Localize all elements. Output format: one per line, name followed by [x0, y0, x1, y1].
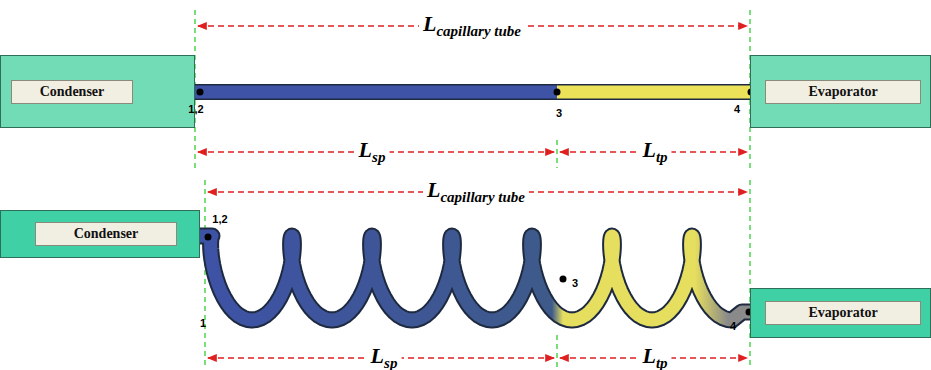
- length-subscript: sp: [372, 149, 385, 165]
- point-label: 1,2: [188, 99, 203, 117]
- length-symbol: L: [359, 137, 372, 162]
- point-number: 1,2: [188, 103, 203, 115]
- length-symbol: L: [642, 343, 655, 368]
- capillary-tube: [200, 236, 750, 320]
- dimension-label: Lcapillary tube: [419, 11, 525, 37]
- condenser-box: Condenser: [0, 210, 200, 258]
- tube-outline: [200, 236, 750, 320]
- length-subscript: sp: [384, 355, 397, 370]
- point-label: 1,2: [212, 209, 227, 227]
- dimension-label: Lsp: [367, 343, 402, 369]
- dimension-label: Ltp: [638, 137, 671, 163]
- component-label: Evaporator: [765, 301, 921, 325]
- point-label: 4: [730, 316, 736, 334]
- tube-outline: [195, 84, 750, 100]
- condenser-box: Condenser: [0, 55, 195, 128]
- evaporator-box: Evaporator: [750, 55, 931, 128]
- length-subscript: capillary tube: [436, 23, 521, 39]
- length-symbol: L: [371, 343, 384, 368]
- dimension-label: Lcapillary tube: [423, 177, 529, 203]
- evaporator-box: Evaporator: [750, 288, 931, 338]
- point-number: 3: [572, 277, 578, 289]
- point-label: 4: [734, 99, 740, 117]
- component-label: Evaporator: [765, 80, 921, 104]
- length-symbol: L: [427, 177, 440, 202]
- length-symbol: L: [423, 11, 436, 36]
- point-label: 1: [200, 313, 206, 331]
- length-subscript: capillary tube: [440, 189, 525, 205]
- point-number: 3: [556, 107, 562, 119]
- dimension-label: Lsp: [355, 137, 390, 163]
- point-number: 1: [200, 317, 206, 329]
- point-label: 3: [556, 103, 562, 121]
- point-number: 4: [730, 320, 736, 332]
- length-subscript: tp: [656, 149, 668, 165]
- component-label: Condenser: [35, 222, 177, 246]
- capillary-tube: [195, 86, 750, 99]
- component-label: Condenser: [11, 80, 133, 104]
- point-markers: [187, 89, 755, 316]
- length-symbol: L: [642, 137, 655, 162]
- point-label: 3: [572, 273, 578, 291]
- guide-lines: [195, 10, 750, 368]
- point-number: 4: [734, 103, 740, 115]
- length-subscript: tp: [656, 355, 668, 370]
- dimension-label: Ltp: [638, 343, 671, 369]
- point-number: 1,2: [212, 213, 227, 225]
